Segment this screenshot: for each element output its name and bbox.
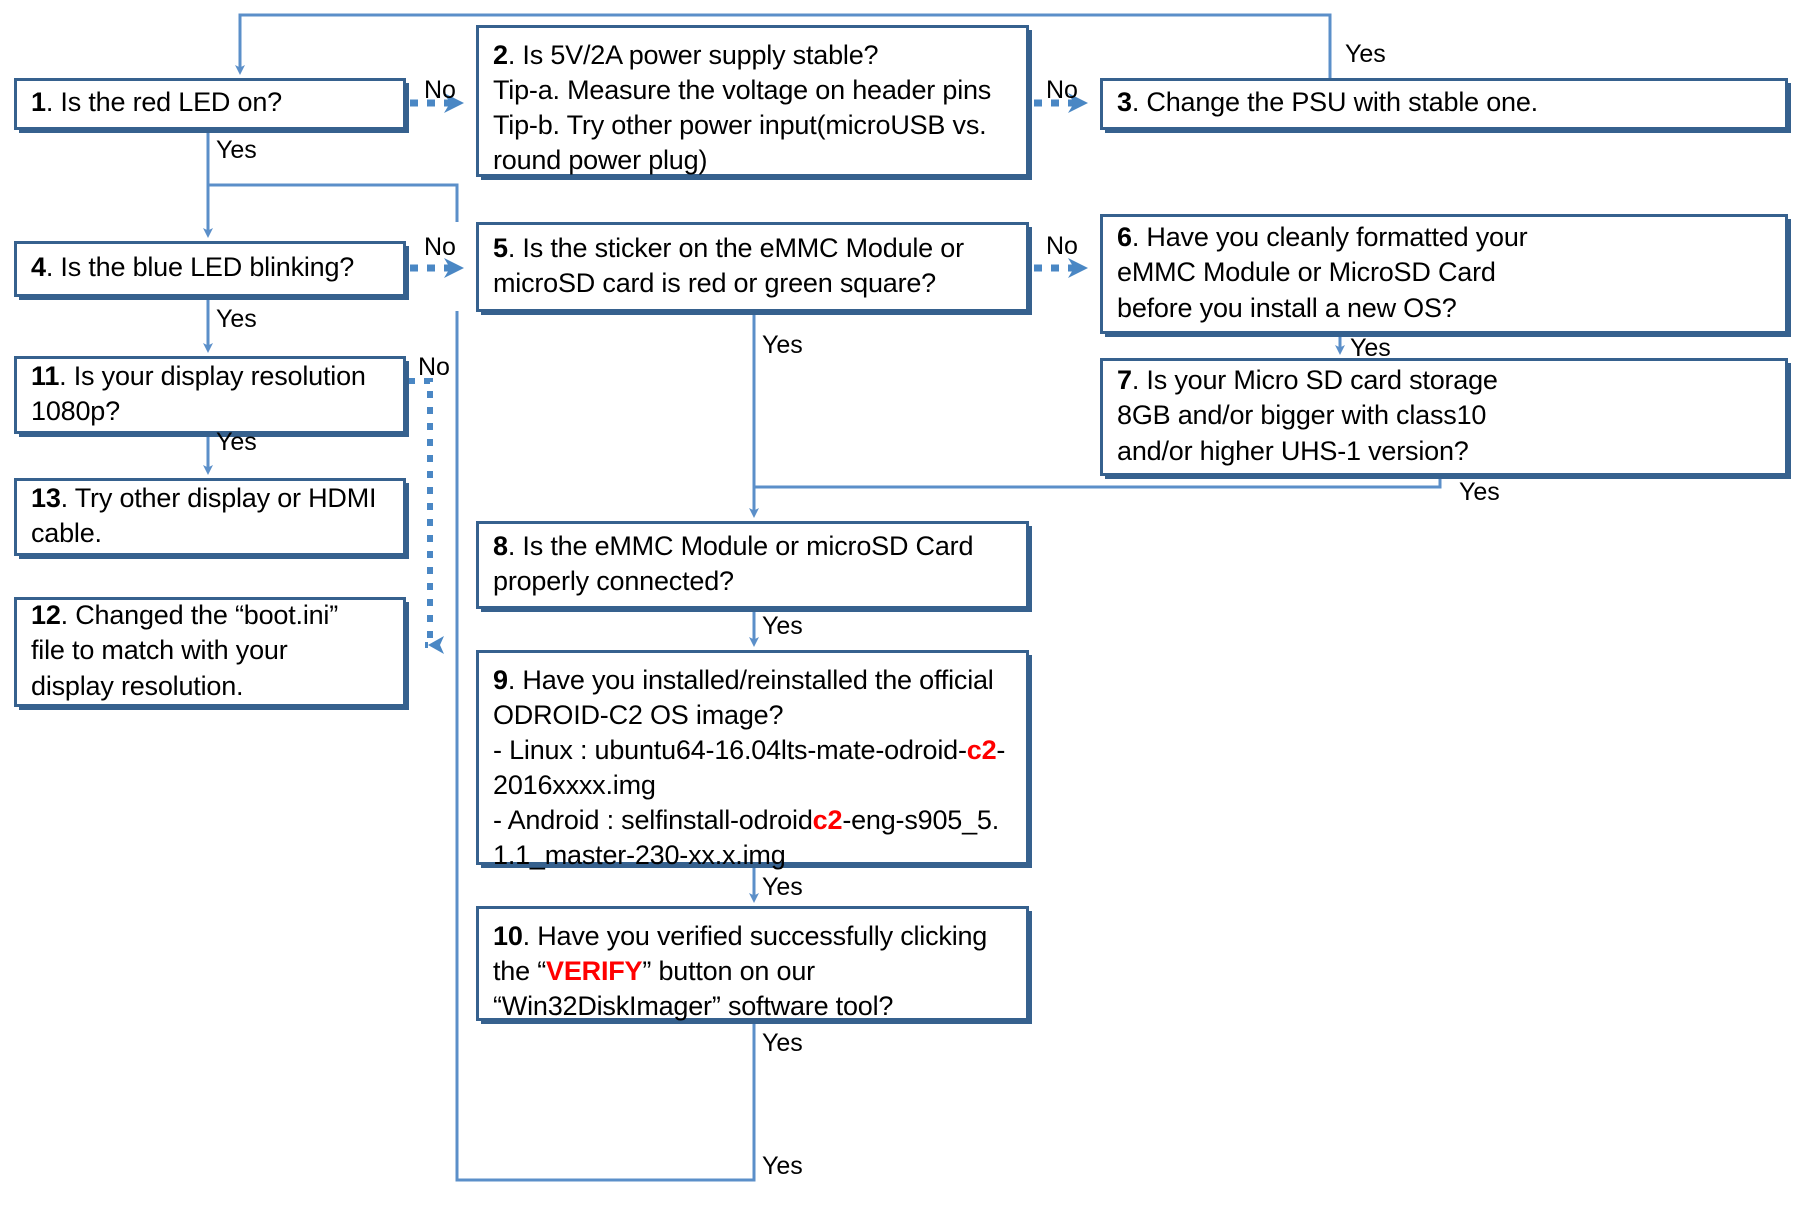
flow-node-4-number: 4 [31,252,46,283]
flow-node-13-number: 13 [31,482,61,513]
edge-label-yes-7: Yes [1459,478,1500,506]
flow-node-9-line4: -2016xxxx.img [493,735,1006,801]
flow-node-9-highlight-2: c2 [812,805,843,836]
edge-label-yes-bottom: Yes [762,1152,803,1180]
flow-node-7[interactable]: 7. Is your Micro SD card storage 8GB and… [1100,358,1788,476]
flow-node-10-body: . Have you verified successfully clickin… [493,921,988,987]
flow-node-2-number: 2 [493,40,508,70]
edge-label-no-2: No [1046,76,1078,104]
flow-node-12-text: 12. Changed the “boot.ini” file to match… [31,598,338,703]
edge-label-yes-4: Yes [216,305,257,333]
flow-node-3-number: 3 [1117,87,1132,118]
flow-node-1[interactable]: 1. Is the red LED on? [14,78,406,130]
flow-node-10-highlight: VERIFY [546,956,643,987]
flow-node-3-body: . Change the PSU with stable one. [1131,87,1538,118]
edge-label-yes-3: Yes [1345,40,1386,68]
flow-node-10-number: 10 [493,921,523,951]
edge-label-yes-6: Yes [1350,334,1391,362]
flow-node-6-body: . Have you cleanly formatted your eMMC M… [1117,222,1528,323]
flow-node-7-number: 7 [1117,365,1132,396]
flow-node-12-body: . Changed the “boot.ini” file to match w… [31,600,339,701]
flow-node-2[interactable]: 2. Is 5V/2A power supply stable? Tip-a. … [476,25,1029,177]
flow-node-9-number: 9 [493,665,508,695]
flow-node-13-text: 13. Try other display or HDMI cable. [31,481,377,551]
edge-11-to-12 [408,378,433,648]
flow-node-8-text: 8. Is the eMMC Module or microSD Card pr… [493,529,973,599]
flow-node-8[interactable]: 8. Is the eMMC Module or microSD Card pr… [476,521,1029,609]
flow-node-1-body: . Is the red LED on? [45,87,282,118]
flow-node-11-number: 11 [31,360,60,391]
edge-label-yes-5: Yes [762,331,803,359]
flow-node-10[interactable]: 10. Have you verified successfully click… [476,906,1029,1021]
flow-node-9-highlight-1: c2 [966,735,997,766]
flow-node-3-text: 3. Change the PSU with stable one. [1117,85,1538,120]
edge-label-yes-10: Yes [762,1029,803,1057]
flow-node-6[interactable]: 6. Have you cleanly formatted your eMMC … [1100,214,1788,334]
flow-node-9-text: 9. Have you installed/reinstalled the of… [493,663,1014,874]
flow-node-5[interactable]: 5. Is the sticker on the eMMC Module or … [476,222,1029,312]
flow-node-11[interactable]: 11. Is your display resolution 1080p? [14,356,406,434]
flow-node-9-line5-pre: - Android : selfinstall-odroid [493,805,813,836]
flow-node-9-body: . Have you installed/reinstalled the off… [493,665,994,766]
edge-label-yes-8: Yes [762,612,803,640]
flow-node-2-body: . Is 5V/2A power supply stable? Tip-a. M… [493,40,992,176]
edge-label-yes-9: Yes [762,873,803,901]
edge-label-no-4: No [424,233,456,261]
flow-node-9[interactable]: 9. Have you installed/reinstalled the of… [476,650,1029,870]
flow-node-3[interactable]: 3. Change the PSU with stable one. [1100,78,1788,130]
flow-node-5-text: 5. Is the sticker on the eMMC Module or … [493,231,964,301]
flow-node-10-body-after: ” button on our “Win32DiskImager” softwa… [493,956,894,1022]
flow-node-9-line5-post: -eng-s905_5. [842,805,1000,836]
flow-node-6-text: 6. Have you cleanly formatted your eMMC … [1117,220,1528,325]
flow-node-8-number: 8 [493,530,508,561]
edge-label-yes-1: Yes [216,136,257,164]
edge-label-no-5: No [1046,232,1078,260]
edge-11-to-12-arrowhead [428,636,444,654]
flow-node-9-line6: 1.1_master-230-xx.x.img [493,840,786,871]
flow-node-2-text: 2. Is 5V/2A power supply stable? Tip-a. … [493,38,991,178]
edge-label-yes-11: Yes [216,428,257,456]
flow-node-5-body: . Is the sticker on the eMMC Module or m… [493,232,964,298]
flow-node-7-text: 7. Is your Micro SD card storage 8GB and… [1117,363,1498,468]
flow-node-8-body: . Is the eMMC Module or microSD Card pro… [493,530,974,596]
edge-label-no-1: No [424,76,456,104]
flow-node-10-text: 10. Have you verified successfully click… [493,919,987,1024]
flow-node-13-body: . Try other display or HDMI cable. [31,482,377,548]
edge-7-to-8 [754,479,1442,489]
flow-node-13[interactable]: 13. Try other display or HDMI cable. [14,478,406,556]
flow-node-1-text: 1. Is the red LED on? [31,85,282,120]
flow-node-1-number: 1 [31,87,46,118]
flow-node-5-number: 5 [493,232,508,263]
flow-node-7-body: . Is your Micro SD card storage 8GB and/… [1117,365,1498,466]
flow-node-12[interactable]: 12. Changed the “boot.ini” file to match… [14,597,406,707]
flow-node-6-number: 6 [1117,222,1132,253]
flow-node-11-body: . Is your display resolution 1080p? [31,360,366,426]
edge-label-no-11: No [418,353,450,381]
flow-node-4-body: . Is the blue LED blinking? [45,252,355,283]
flow-node-4-text: 4. Is the blue LED blinking? [31,250,354,285]
flow-node-4[interactable]: 4. Is the blue LED blinking? [14,241,406,297]
flow-node-11-text: 11. Is your display resolution 1080p? [31,359,366,429]
flow-node-12-number: 12 [31,600,61,631]
